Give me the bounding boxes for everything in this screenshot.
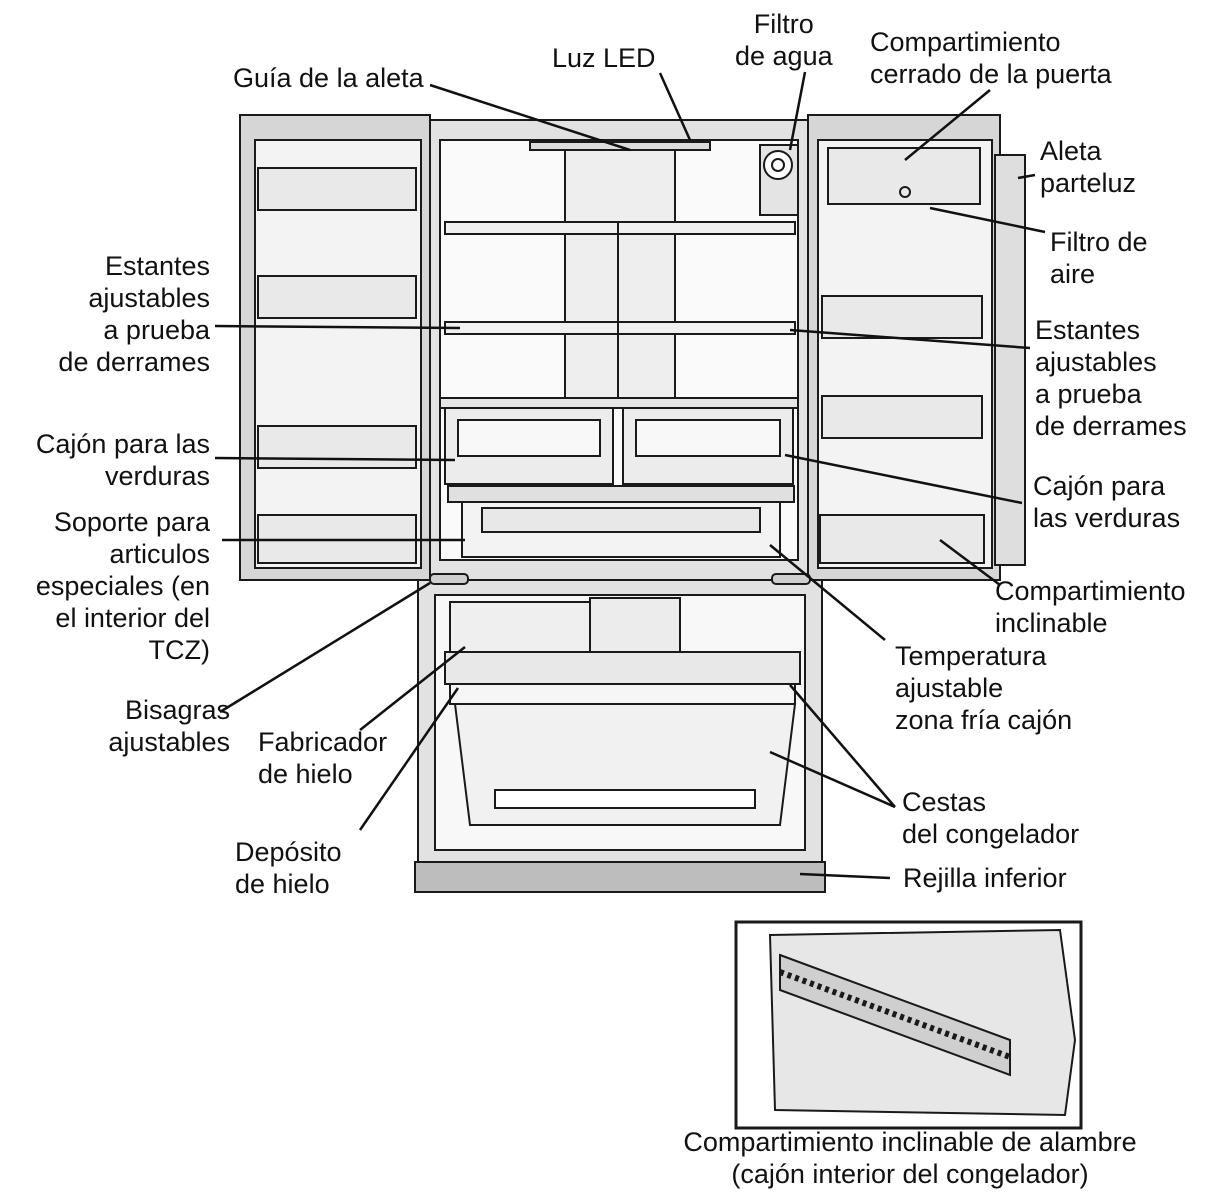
label-inset-caption: Compartimiento inclinable de alambre (ca…: [683, 1127, 1137, 1189]
freezer: [414, 579, 826, 893]
label-deposito: Depósito de hielo: [235, 837, 342, 899]
label-cajon-verduras-izq: Cajón para las verduras: [35, 429, 210, 491]
label-guia-aleta: Guía de la aleta: [233, 63, 424, 93]
label-cajon-verduras-der: Cajón para las verduras: [1033, 471, 1181, 533]
left-door: [239, 114, 431, 581]
label-aleta-parteluz: Aleta parteluz: [1040, 136, 1137, 198]
label-estantes-izq: Estantes ajustables a prueba de derrames: [58, 251, 210, 377]
fresh-food-cabinet: [429, 119, 809, 581]
label-compartimiento-cerrado: Compartimiento cerrado de la puerta: [870, 27, 1112, 89]
label-rejilla: Rejilla inferior: [903, 863, 1067, 893]
leader-lines: [214, 71, 1046, 880]
label-bisagras: Bisagras ajustables: [108, 695, 230, 757]
right-door: [807, 114, 1026, 581]
label-soporte: Soporte para articulos especiales (en el…: [35, 507, 210, 665]
left-hinge: [429, 573, 469, 585]
label-filtro-agua: Filtro de agua: [735, 9, 833, 71]
label-temperatura: Temperatura ajustable zona fría cajón: [895, 641, 1073, 735]
label-filtro-aire: Filtro de aire: [1050, 227, 1148, 289]
label-fabricador: Fabricador de hielo: [258, 727, 388, 789]
label-compartimiento-inclinable: Compartimiento inclinable: [995, 576, 1186, 638]
right-hinge: [771, 573, 811, 585]
label-estantes-der: Estantes ajustables a prueba de derrames: [1035, 315, 1187, 441]
inset-wire-bin: [734, 920, 1083, 1130]
label-cestas: Cestas del congelador: [902, 787, 1080, 849]
label-luz-led: Luz LED: [552, 43, 656, 73]
